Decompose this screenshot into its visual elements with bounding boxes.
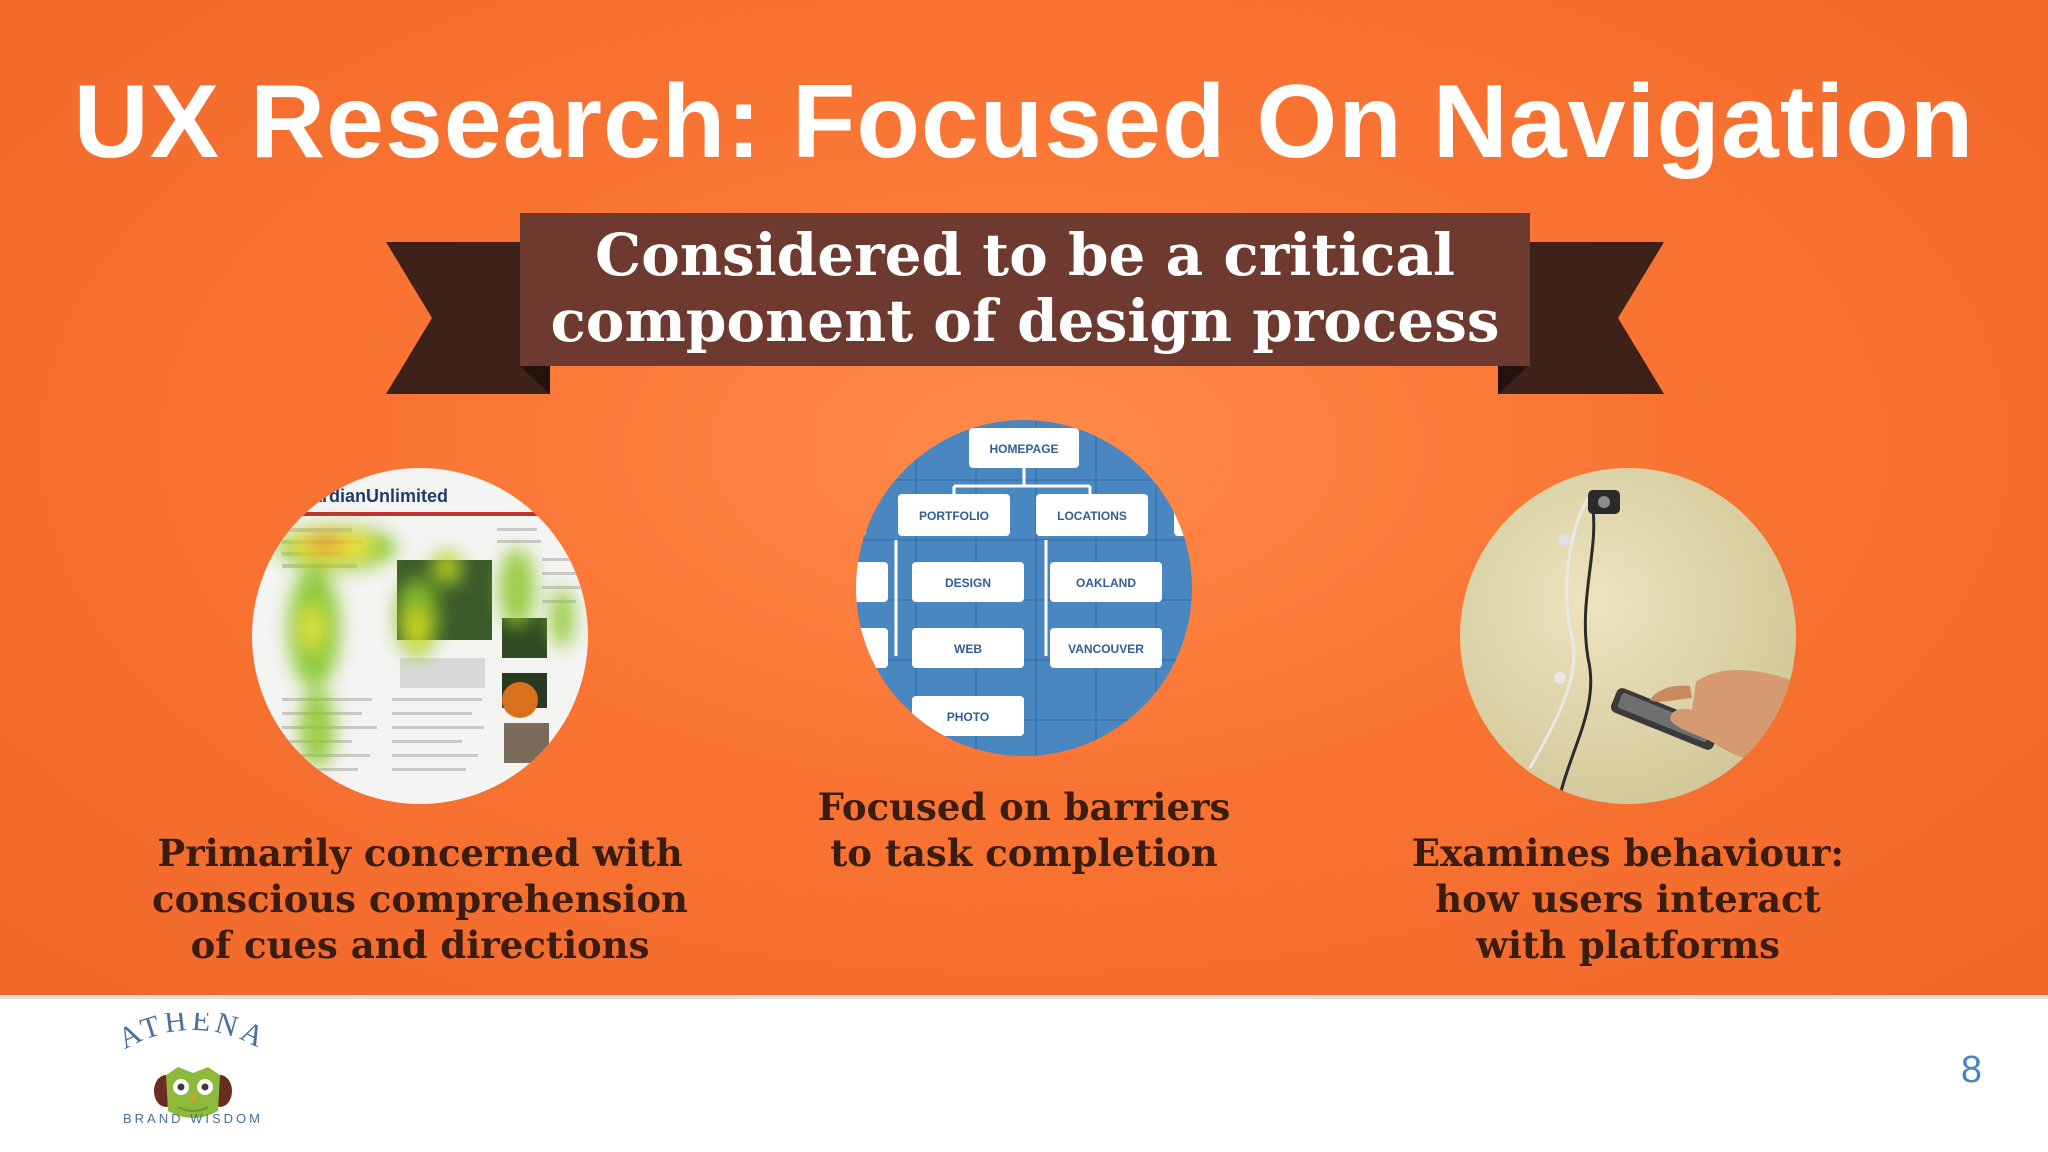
- sitemap-label-oakland: OAKLAND: [1076, 576, 1136, 590]
- caption-left: Primarily concerned with conscious compr…: [120, 830, 720, 968]
- caption-left-line-2: conscious comprehension: [152, 877, 688, 921]
- athena-logo: ATHENA: [113, 1013, 273, 1118]
- banner-text: Considered to be a critical component of…: [520, 222, 1530, 354]
- logo-text: ATHENA: [113, 1013, 269, 1056]
- sitemap-label-homepage: HOMEPAGE: [989, 442, 1058, 456]
- sitemap-label-locations: LOCATIONS: [1057, 509, 1127, 523]
- caption-right-line-1: Examines behaviour:: [1411, 831, 1845, 875]
- sitemap-label-portfolio: PORTFOLIO: [919, 509, 989, 523]
- owl-icon: [154, 1067, 232, 1118]
- slide-footer: ATHENA BRAND WISDOM 8: [0, 995, 2048, 1152]
- slide-title: UX Research: Focused On Navigation: [73, 64, 1975, 180]
- sitemap-label-vancouver: VANCOUVER: [1068, 642, 1144, 656]
- heatmap-logo-text: ardianUnlimited: [312, 486, 448, 506]
- sitemap-label-photo: PHOTO: [947, 710, 989, 724]
- caption-right: Examines behaviour: how users interact w…: [1328, 830, 1928, 968]
- eye-tracker-image: [1460, 468, 1796, 804]
- banner-line-1: Considered to be a critical: [594, 221, 1456, 289]
- caption-left-line-3: of cues and directions: [190, 923, 650, 967]
- logo-tagline: BRAND WISDOM: [123, 1111, 263, 1126]
- heatmap-image: ardianUnlimited: [252, 468, 588, 804]
- sitemap-label-web: WEB: [954, 642, 982, 656]
- banner-line-2: component of design process: [550, 287, 1500, 355]
- sitemap-label-design: DESIGN: [945, 576, 991, 590]
- caption-right-line-2: how users interact: [1435, 877, 1821, 921]
- sitemap-image: HOMEPAGE PORTFOLIO LOCATIONS DESIGN OAKL…: [856, 420, 1192, 756]
- caption-center-line-2: to task completion: [830, 831, 1218, 875]
- caption-center-line-1: Focused on barriers: [817, 785, 1231, 829]
- slide: UX Research: Focused On Navigation Consi…: [0, 0, 2048, 995]
- svg-text:ATHENA: ATHENA: [113, 1013, 273, 1056]
- caption-left-line-1: Primarily concerned with: [157, 831, 683, 875]
- caption-center: Focused on barriers to task completion: [724, 784, 1324, 876]
- page-number: 8: [1960, 1049, 1982, 1091]
- caption-right-line-3: with platforms: [1476, 923, 1780, 967]
